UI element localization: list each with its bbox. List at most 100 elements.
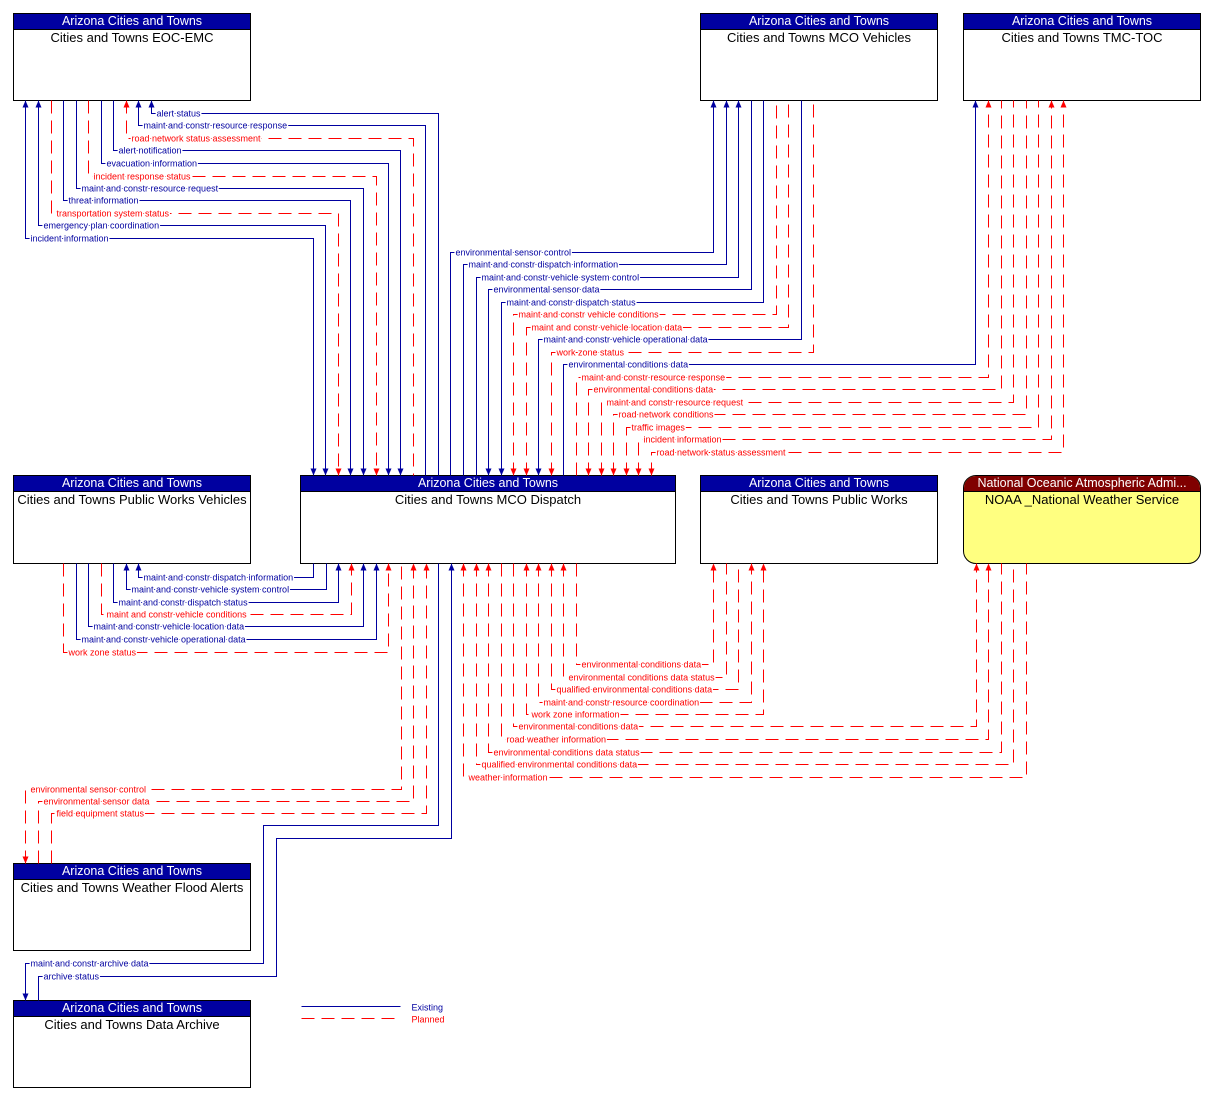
flow-maint-and-constr-vehicle-location-data: maint and constr vehicle location data [88, 563, 367, 633]
flow-maint-and-constr-resource-request: maint and constr resource request [76, 100, 367, 476]
mco-vehicles-box: Arizona Cities and Towns Cities and Town… [700, 13, 938, 101]
flow-environmental-conditions-data: environmental conditions data [585, 100, 1002, 476]
arrowhead-icon [1048, 100, 1055, 108]
flow-line [551, 100, 814, 476]
arrowhead-icon [710, 563, 717, 571]
weather-flood-alerts-name: Cities and Towns Weather Flood Alerts [20, 880, 244, 895]
arrowhead-icon [360, 563, 367, 571]
arrowhead-icon [735, 100, 742, 108]
arrowhead-icon [973, 563, 980, 571]
arrowhead-icon [710, 100, 717, 108]
mco-dispatch-owner: Arizona Cities and Towns [301, 476, 675, 492]
arrowhead-icon [1060, 100, 1067, 108]
flow-line [25, 100, 314, 476]
flow-label: emergency plan coordination [44, 221, 160, 231]
flow-label: work zone status [68, 648, 137, 658]
flow-line [501, 100, 764, 476]
flow-line [63, 563, 389, 653]
flow-label: evacuation information [107, 159, 198, 169]
flow-line [501, 563, 989, 740]
legend-planned-label: Planned [412, 1015, 445, 1025]
flow-label: incident information [644, 435, 722, 445]
flow-maint-and-constr-dispatch-status: maint and constr dispatch status [113, 563, 342, 609]
flow-line [613, 100, 1027, 476]
flow-label: maint and constr vehicle conditions [107, 610, 248, 620]
flow-field-equipment-status: field equipment status [51, 563, 430, 864]
flow-line [151, 100, 439, 476]
flow-label: maint and constr dispatch status [507, 298, 637, 308]
arrowhead-icon [373, 563, 380, 571]
flow-line [488, 563, 1002, 753]
arrowhead-icon [985, 100, 992, 108]
flow-alert-status: alert status [148, 100, 439, 476]
flow-label: weather information [468, 773, 548, 783]
arrowhead-icon [473, 563, 480, 571]
arrowhead-icon [423, 563, 430, 571]
public-works-vehicles-box: Arizona Cities and Towns Cities and Town… [13, 475, 251, 564]
flow-line [51, 563, 427, 864]
flow-maint-and-constr-vehicle-system-control: maint and constr vehicle system control [123, 563, 327, 596]
flow-line [638, 100, 1052, 476]
public-works-vehicles-name: Cities and Towns Public Works Vehicles [17, 492, 247, 507]
flow-incident-information: incident information [22, 100, 317, 476]
flow-weather-information: weather information [460, 563, 1027, 784]
arrowhead-icon [748, 563, 755, 571]
flow-line [38, 100, 326, 476]
flow-line [88, 100, 377, 476]
flow-line [138, 100, 426, 476]
arrowhead-icon [448, 563, 455, 571]
arrowhead-icon [410, 563, 417, 571]
flow-label: qualified environmental conditions data [482, 760, 638, 770]
flow-maint-and-constr-dispatch-information: maint and constr dispatch information [463, 100, 730, 476]
flow-label: alert status [157, 109, 202, 119]
flow-label: maint and constr vehicle location data [94, 622, 245, 632]
data-archive-box: Arizona Cities and Towns Cities and Town… [13, 1000, 251, 1088]
flow-line [488, 100, 752, 476]
flow-line [476, 563, 1014, 765]
flow-environmental-conditions-data-status: environmental conditions data status [560, 563, 727, 684]
flow-line [63, 100, 351, 476]
flow-work-zone-status: work zone status [63, 563, 392, 659]
public-works-owner: Arizona Cities and Towns [701, 476, 937, 492]
flow-label: road network conditions [619, 410, 715, 420]
flow-line [38, 563, 414, 864]
flow-line [76, 100, 364, 476]
flow-road-network-status-assessment: road network status assessment [123, 100, 414, 476]
arrowhead-icon [123, 563, 130, 571]
flow-line [88, 563, 364, 627]
arrowhead-icon [523, 563, 530, 571]
flow-environmental-sensor-data: environmental sensor data [38, 563, 417, 864]
flow-line [563, 100, 976, 476]
eoc-emc-owner: Arizona Cities and Towns [14, 14, 250, 30]
public-works-box: Arizona Cities and Towns Cities and Town… [700, 475, 938, 564]
weather-flood-alerts-owner: Arizona Cities and Towns [14, 864, 250, 880]
flow-line [651, 100, 1064, 476]
flow-line [576, 100, 989, 476]
flow-road-network-conditions: road network conditions [610, 100, 1027, 476]
flow-transportation-system-status: transportation system status [51, 100, 342, 476]
flow-line [563, 563, 727, 678]
flow-line [626, 100, 1039, 476]
mco-vehicles-name: Cities and Towns MCO Vehicles [726, 30, 911, 45]
flow-line [126, 100, 414, 476]
flow-label: maint and constr vehicle conditions [519, 310, 660, 320]
flow-label: field equipment status [57, 809, 145, 819]
flow-line [463, 563, 1027, 778]
flow-line [113, 563, 339, 603]
flow-line [463, 100, 727, 476]
flow-label: maint and constr resource response [582, 373, 726, 383]
flow-line [576, 563, 714, 665]
flow-line [601, 100, 1014, 476]
flow-label: incident response status [94, 172, 192, 182]
flow-line [551, 563, 739, 690]
flow-road-weather-information: road weather information [501, 563, 992, 746]
flow-emergency-plan-coordination: emergency plan coordination [35, 100, 329, 476]
flow-line [76, 563, 377, 640]
flow-alert-notification: alert notification [113, 100, 404, 476]
flow-maint-and-constr-vehicle-operational-data: maint and constr vehicle operational dat… [76, 563, 380, 646]
flow-label: environmental sensor control [456, 248, 572, 258]
flow-line [513, 563, 977, 727]
flow-work-zone-status: work zone status [548, 100, 814, 476]
flow-line [588, 100, 1002, 476]
